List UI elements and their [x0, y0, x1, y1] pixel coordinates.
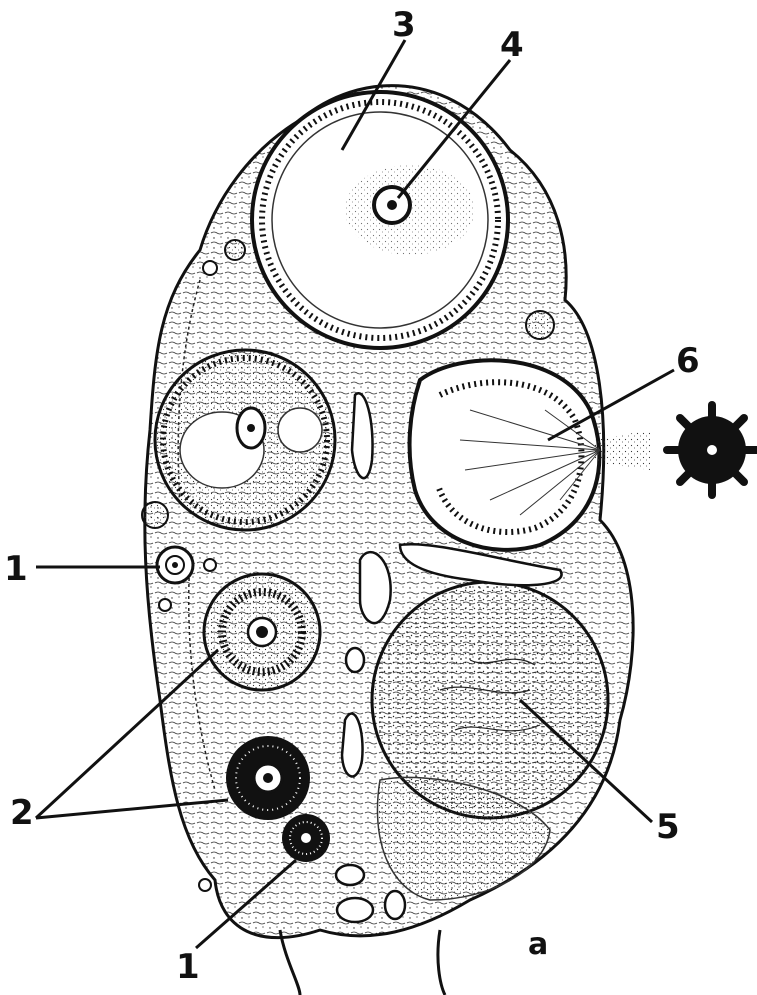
label-3: 3 [392, 8, 416, 42]
ovulating-follicle [410, 360, 650, 550]
growing-follicle-upper [204, 574, 320, 690]
panel-label: a [528, 930, 548, 960]
label-1-upper: 1 [4, 552, 28, 586]
label-4: 4 [500, 28, 524, 62]
label-1-lower: 1 [176, 950, 200, 984]
label-6: 6 [676, 344, 700, 378]
released-oocyte [667, 405, 757, 495]
primary-follicle-lower [282, 814, 330, 862]
hilum [280, 930, 445, 995]
growing-follicle-lower [226, 736, 310, 820]
secondary-follicle [155, 350, 335, 530]
mature-follicle [252, 92, 508, 348]
label-5: 5 [656, 810, 680, 844]
label-2: 2 [10, 796, 34, 830]
